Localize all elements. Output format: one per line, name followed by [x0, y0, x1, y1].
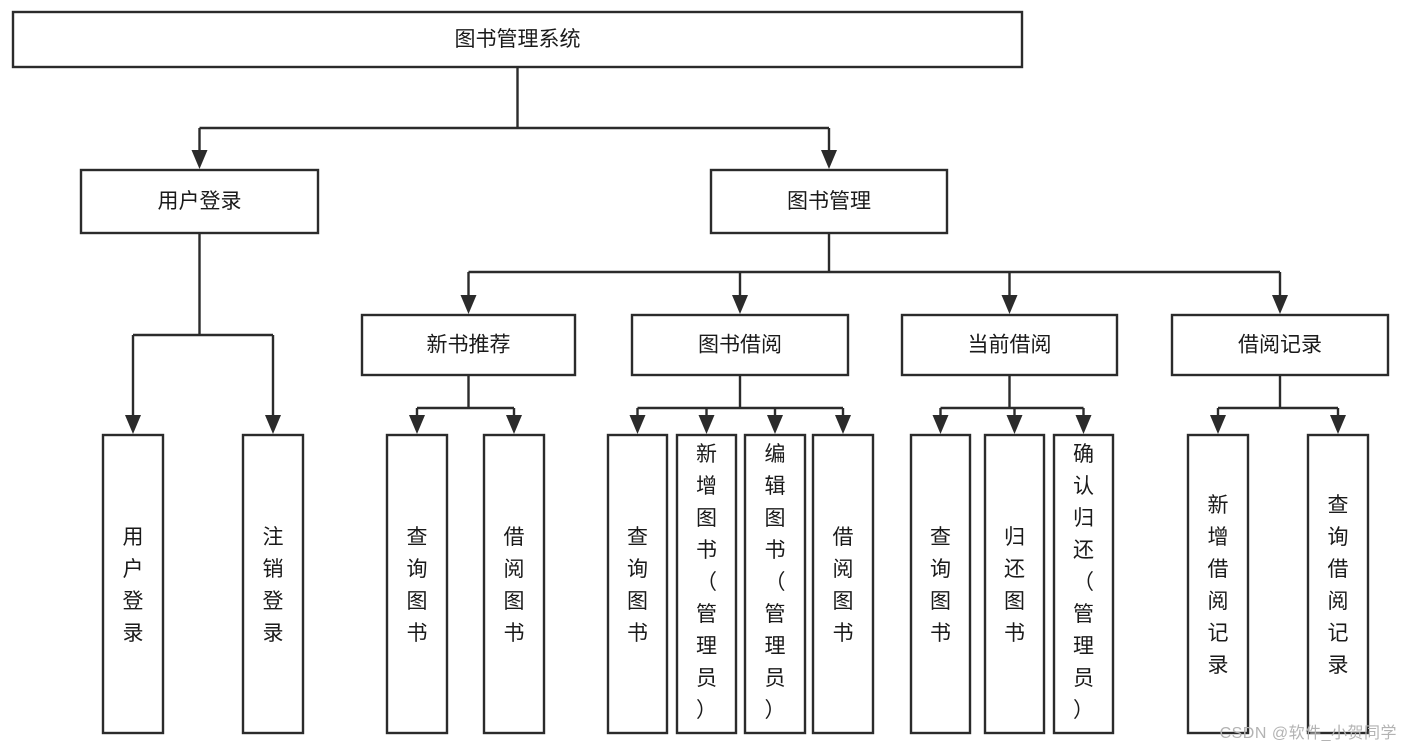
- node-l_query_book_a[interactable]: 查询图书: [385, 433, 449, 735]
- node-l_borrow_book_a[interactable]: 借阅图书: [482, 433, 546, 735]
- node-box[interactable]: [482, 433, 546, 735]
- node-box[interactable]: [743, 433, 807, 735]
- edge-arrowhead-icon: [767, 415, 783, 434]
- node-n_user_login[interactable]: 用户登录: [79, 168, 320, 235]
- node-l_confirm_return[interactable]: 确认归还（管理员）: [1052, 433, 1115, 735]
- node-l_query_book_c[interactable]: 查询图书: [909, 433, 972, 735]
- node-box[interactable]: [709, 168, 949, 235]
- node-label: 用户登录: [158, 190, 242, 213]
- node-l_logout[interactable]: 注销登录: [241, 433, 305, 735]
- node-box[interactable]: [1052, 433, 1115, 735]
- edges-layer: [125, 67, 1346, 434]
- node-label: 图书管理系统: [455, 28, 581, 51]
- node-n_book_borrow[interactable]: 图书借阅: [630, 313, 850, 377]
- edge-arrowhead-icon: [1272, 295, 1288, 314]
- node-label: 新增图书（管理员）: [696, 443, 717, 722]
- node-label: 查询图书: [930, 526, 951, 645]
- node-l_add_record[interactable]: 新增借阅记录: [1186, 433, 1250, 735]
- node-root[interactable]: 图书管理系统: [11, 10, 1024, 69]
- node-box[interactable]: [630, 313, 850, 377]
- node-n_new_book_rec[interactable]: 新书推荐: [360, 313, 577, 377]
- node-box[interactable]: [675, 433, 738, 735]
- node-n_current_borrow[interactable]: 当前借阅: [900, 313, 1119, 377]
- edge-arrowhead-icon: [506, 415, 522, 434]
- edge-arrowhead-icon: [1075, 415, 1092, 434]
- node-box[interactable]: [606, 433, 669, 735]
- node-box[interactable]: [983, 433, 1046, 735]
- edge-arrowhead-icon: [1001, 295, 1018, 314]
- node-box[interactable]: [1170, 313, 1390, 377]
- node-n_borrow_record[interactable]: 借阅记录: [1170, 313, 1390, 377]
- edge-arrowhead-icon: [191, 150, 208, 169]
- node-label: 借阅图书: [833, 526, 854, 645]
- edge-arrowhead-icon: [265, 415, 281, 434]
- node-label: 图书管理: [787, 190, 871, 213]
- node-label: 借阅图书: [504, 526, 525, 645]
- edge-arrowhead-icon: [1006, 415, 1023, 434]
- node-label: 新增借阅记录: [1208, 494, 1229, 677]
- edge-arrowhead-icon: [460, 295, 477, 314]
- node-box[interactable]: [11, 10, 1024, 69]
- node-l_return_book[interactable]: 归还图书: [983, 433, 1046, 735]
- node-box[interactable]: [1186, 433, 1250, 735]
- node-label: 查询图书: [627, 526, 648, 645]
- edge-arrowhead-icon: [629, 415, 646, 434]
- node-n_book_mgmt[interactable]: 图书管理: [709, 168, 949, 235]
- node-box[interactable]: [909, 433, 972, 735]
- edge-arrowhead-icon: [1210, 415, 1226, 434]
- node-box[interactable]: [241, 433, 305, 735]
- node-label: 借阅记录: [1238, 334, 1322, 357]
- edge-arrowhead-icon: [1330, 415, 1346, 434]
- node-box[interactable]: [1306, 433, 1370, 735]
- edge-arrowhead-icon: [821, 150, 837, 169]
- node-l_add_book[interactable]: 新增图书（管理员）: [675, 433, 738, 735]
- edge-arrowhead-icon: [698, 415, 715, 434]
- node-l_query_record[interactable]: 查询借阅记录: [1306, 433, 1370, 735]
- edge-arrowhead-icon: [835, 415, 851, 434]
- node-box[interactable]: [79, 168, 320, 235]
- node-label: 查询图书: [407, 526, 428, 645]
- node-label: 图书借阅: [698, 334, 782, 357]
- node-label: 新书推荐: [427, 334, 511, 357]
- edge-arrowhead-icon: [409, 415, 425, 434]
- node-box[interactable]: [360, 313, 577, 377]
- node-label: 编辑图书（管理员）: [765, 443, 786, 722]
- watermark-label: CSDN @软件_小贺同学: [1219, 725, 1397, 742]
- node-l_edit_book[interactable]: 编辑图书（管理员）: [743, 433, 807, 735]
- node-label: 查询借阅记录: [1328, 494, 1349, 677]
- node-label: 当前借阅: [968, 334, 1052, 357]
- node-label: 确认归还（管理员）: [1073, 443, 1094, 722]
- edge-arrowhead-icon: [732, 295, 748, 314]
- node-box[interactable]: [900, 313, 1119, 377]
- edge-arrowhead-icon: [932, 415, 949, 434]
- edge-arrowhead-icon: [125, 415, 141, 434]
- node-l_borrow_book_b[interactable]: 借阅图书: [811, 433, 875, 735]
- node-label: 归还图书: [1004, 526, 1025, 645]
- node-label: 注销登录: [263, 526, 284, 645]
- node-label: 用户登录: [123, 526, 144, 645]
- node-l_user_login[interactable]: 用户登录: [101, 433, 165, 735]
- node-box[interactable]: [385, 433, 449, 735]
- node-box[interactable]: [101, 433, 165, 735]
- nodes-layer: 图书管理系统用户登录图书管理新书推荐图书借阅当前借阅借阅记录用户登录注销登录查询…: [11, 10, 1390, 735]
- node-l_query_book_b[interactable]: 查询图书: [606, 433, 669, 735]
- node-box[interactable]: [811, 433, 875, 735]
